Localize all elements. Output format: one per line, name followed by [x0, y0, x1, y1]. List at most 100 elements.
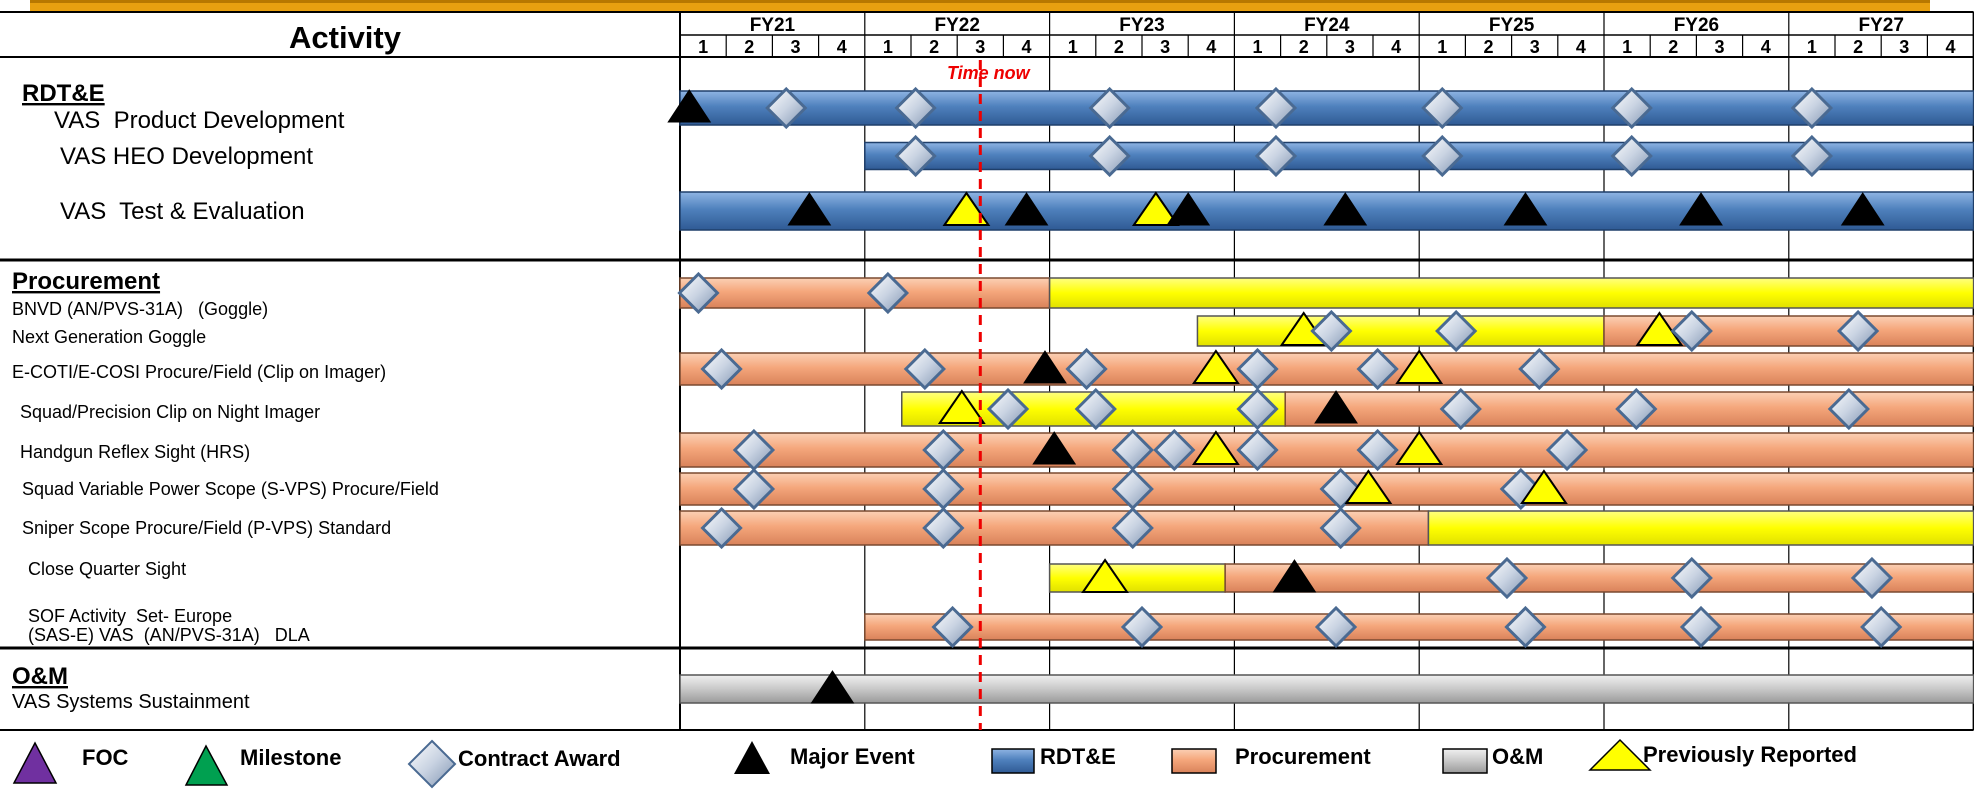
contract-award-marker: [1088, 134, 1131, 178]
contract-award-marker: [765, 86, 808, 130]
contract-award-marker: [1670, 556, 1713, 600]
fy-label: FY26: [1674, 15, 1719, 36]
svg-text:Milestone: Milestone: [240, 745, 341, 770]
activity-header: Activity: [289, 20, 402, 55]
major-event-marker: [667, 89, 712, 123]
rdte-swatch-icon: [991, 748, 1035, 774]
legend-item-om: O&M: [1442, 744, 1543, 774]
contract-award-marker: [894, 86, 937, 130]
contract-award-marker: [1836, 309, 1880, 353]
major-event-marker: [787, 192, 832, 226]
previously-reported-marker: [1131, 191, 1180, 226]
quarter-label: 1: [883, 37, 893, 57]
svg-text:O&M: O&M: [1492, 744, 1543, 769]
title-bar: [30, 0, 1930, 11]
row-label-vas-heo-development: VAS HEO Development: [60, 143, 313, 170]
gantt-bar-rdte: [864, 141, 1974, 171]
major-event-marker: [1314, 390, 1358, 424]
contract-award-marker: [1421, 86, 1464, 130]
quarter-label: 3: [790, 37, 800, 57]
quarter-label: 2: [1114, 37, 1124, 57]
quarter-label: 3: [1160, 37, 1170, 57]
contract-award-marker: [1236, 387, 1279, 431]
major-event-marker: [1840, 192, 1885, 226]
quarter-label: 3: [1345, 37, 1355, 57]
gantt-bar-procurement: [679, 510, 1430, 546]
previously-reported-marker: [1520, 469, 1568, 504]
major-event-marker: [810, 670, 855, 704]
foc-triangle-icon: [12, 741, 58, 784]
contract-award-marker: [1610, 134, 1653, 178]
row-label-squad-precision-clip: Squad/Precision Clip on Night Imager: [20, 402, 320, 422]
previously-reported-marker: [1081, 558, 1129, 593]
milestone-triangle-icon: [184, 744, 229, 786]
row-label-s-vps: Squad Variable Power Scope (S-VPS) Procu…: [22, 479, 439, 499]
activity-markers: [667, 86, 1903, 704]
gantt-bar-previously_reported: [1427, 510, 1974, 546]
svg-text:Contract Award: Contract Award: [458, 746, 621, 771]
previously-reported-marker: [1192, 430, 1240, 465]
quarter-label: 2: [929, 37, 939, 57]
contract-award-marker: [1120, 605, 1164, 649]
contract-award-marker: [1827, 387, 1870, 431]
major-event-marker: [1323, 192, 1368, 226]
row-label-p-vps: Sniper Scope Procure/Field (P-VPS) Stand…: [22, 518, 391, 538]
major-event-triangle-icon: [734, 741, 770, 774]
row-label-close-quarter-sight: Close Quarter Sight: [28, 559, 186, 579]
fy-label: FY25: [1489, 15, 1535, 36]
contract-award-marker: [1615, 387, 1658, 431]
gantt-bar-rdte: [679, 90, 1974, 126]
contract-award-marker: [931, 605, 974, 649]
major-event-marker: [1023, 350, 1067, 384]
previously-reported-marker: [1395, 349, 1444, 384]
gantt-bar-procurement: [679, 432, 1974, 468]
contract-award-marker: [1435, 309, 1478, 353]
section-title-rdte: RDT&E: [22, 80, 105, 107]
contract-award-marker: [1236, 428, 1279, 472]
contract-award-marker: [1545, 428, 1589, 472]
quarter-label: 2: [1668, 37, 1678, 57]
legend-item-procurement: Procurement: [1171, 744, 1371, 774]
legend: FOC Milestone Contract Award Major Event…: [12, 738, 1857, 789]
contract-award-marker: [1356, 428, 1399, 472]
quarter-label: 3: [1530, 37, 1540, 57]
svg-text:FOC: FOC: [82, 745, 129, 770]
gantt-bar-previously_reported: [1048, 563, 1226, 593]
quarter-label: 4: [1021, 37, 1031, 57]
contract-award-marker: [1421, 134, 1464, 178]
contract-award-marker: [866, 271, 910, 315]
major-event-marker: [1503, 192, 1548, 226]
contract-award-marker: [1439, 387, 1482, 431]
contract-award-marker: [1153, 428, 1196, 472]
contract-award-marker: [1790, 86, 1834, 130]
fy-label: FY22: [934, 15, 979, 36]
quarter-label: 1: [1252, 37, 1262, 57]
contract-award-marker: [1319, 506, 1362, 550]
quarter-label: 4: [1945, 37, 1955, 57]
contract-award-marker: [700, 347, 743, 391]
section-title-om: O&M: [12, 663, 68, 690]
procurement-swatch-icon: [1171, 748, 1217, 774]
previously-reported-marker: [1344, 469, 1393, 504]
svg-text:RDT&E: RDT&E: [1040, 744, 1116, 769]
contract-award-marker: [1610, 86, 1653, 130]
major-event-marker: [1166, 192, 1211, 226]
activity-bars: [679, 90, 1974, 704]
contract-award-marker: [1314, 605, 1358, 649]
legend-item-milestone: Milestone: [184, 744, 341, 786]
contract-award-marker: [1074, 387, 1117, 431]
contract-award-marker: [700, 506, 743, 550]
contract-award-marker: [894, 134, 937, 178]
row-label-sof-activity-line2: (SAS-E) VAS (AN/PVS-31A) DLA: [28, 625, 310, 645]
svg-text:Previously Reported: Previously Reported: [1643, 742, 1857, 767]
contract-award-marker: [1504, 605, 1547, 649]
contract-award-marker: [1850, 556, 1894, 600]
previously-reported-marker: [942, 191, 991, 226]
contract-award-marker: [1670, 309, 1713, 353]
legend-item-previously-reported: Previously Reported: [1588, 738, 1857, 771]
legend-item-contract-award: Contract Award: [407, 739, 621, 789]
row-label-vas-product-development: VAS Product Development: [54, 107, 345, 134]
quarter-label: 2: [1853, 37, 1863, 57]
